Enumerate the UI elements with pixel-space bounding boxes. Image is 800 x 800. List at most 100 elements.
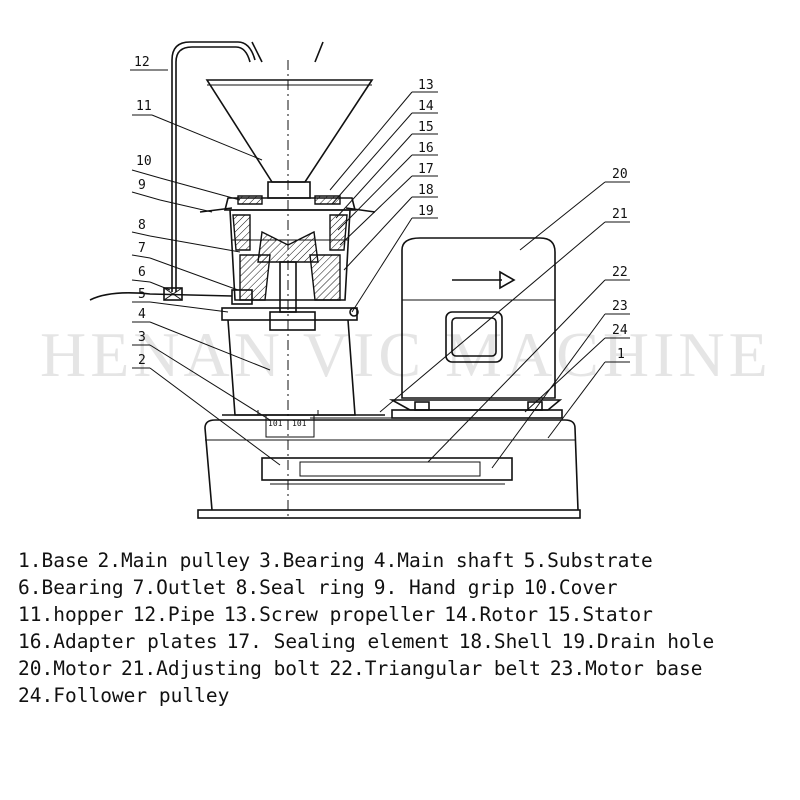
legend-item: 2.Main pulley (97, 549, 250, 572)
callout-3: 3 (138, 330, 146, 345)
motor (388, 237, 563, 419)
callout-21: 21 (612, 207, 628, 222)
hopper (205, 41, 374, 199)
bearing-mark-2: 101 (292, 419, 307, 428)
legend-item-number: 17. (226, 630, 262, 653)
legend-item-number: 15. (547, 603, 583, 626)
legend-item-label: Follower pulley (53, 684, 230, 707)
callout-9: 9 (138, 178, 146, 193)
callout-18: 18 (418, 183, 434, 198)
callout-19: 19 (418, 204, 434, 219)
legend-item-number: 1. (18, 549, 42, 572)
legend-item: 11.hopper (18, 603, 124, 626)
callout-14: 14 (418, 99, 434, 114)
callout-24: 24 (612, 323, 628, 338)
legend-item-label: Cover (558, 576, 618, 599)
legend-item: 10.Cover (524, 576, 618, 599)
legend-item-number: 23. (549, 657, 586, 680)
legend-item-number: 3. (259, 549, 283, 572)
callout-1: 1 (617, 347, 625, 362)
legend-item-number: 4. (373, 549, 398, 572)
legend-line: 1.Base 2.Main pulley 3.Bearing 4.Main shaft… (18, 547, 788, 574)
legend-item-label: Rotor (479, 603, 539, 626)
callout-4: 4 (138, 307, 146, 322)
legend-item-label: Adjusting bolt (156, 657, 321, 680)
legend-item-label: Adapter plates (53, 630, 218, 653)
legend-item-label: Substrate (547, 549, 653, 572)
legend-item: 16.Adapter plates (18, 630, 218, 653)
legend-item-label: Sealing element (261, 630, 450, 653)
legend-item-number: 7. (132, 576, 157, 599)
legend-line: 16.Adapter plates 17. Sealing element 18.S… (18, 628, 788, 655)
callout-10: 10 (136, 154, 152, 169)
legend-item-number: 10. (523, 576, 559, 599)
legend-line: 11.hopper 12.Pipe 13.Screw propeller 14.Rot… (18, 601, 788, 628)
body-stand: 101 101 (222, 319, 385, 438)
legend-item: 23.Motor base (550, 657, 703, 680)
legend-item-number: 6. (18, 576, 42, 599)
legend-item-label: hopper (53, 603, 124, 626)
bearing-mark-1: 101 (268, 419, 283, 428)
legend-item: 5.Substrate (524, 549, 653, 572)
legend-item-number: 14. (444, 603, 480, 626)
legend-item-number: 2. (97, 549, 121, 572)
legend-item: 6.Bearing (18, 576, 124, 599)
legend-item-number: 12. (132, 603, 168, 626)
legend-item-number: 24. (18, 684, 54, 707)
legend-item: 14.Rotor (444, 603, 538, 626)
legend-item: 8.Seal ring (236, 576, 365, 599)
legend-line: 24.Follower pulley (18, 682, 788, 709)
legend-item: 24.Follower pulley (18, 684, 229, 707)
callout-15: 15 (418, 120, 434, 135)
legend-item-number: 16. (18, 630, 54, 653)
legend-item: 9. Hand grip (374, 576, 515, 599)
callout-11: 11 (136, 99, 152, 114)
legend-item-label: Main shaft (397, 549, 515, 572)
legend-item-label: Base (41, 549, 89, 572)
callout-2: 2 (138, 353, 146, 368)
legend-item-label: Shell (493, 630, 553, 653)
legend-item-number: 22. (329, 657, 365, 680)
callout-16: 16 (418, 141, 434, 156)
legend-item-label: Hand grip (397, 576, 515, 599)
legend-item: 22.Triangular belt (330, 657, 541, 680)
callout-20: 20 (612, 167, 628, 182)
legend-item-label: Outlet (156, 576, 227, 599)
legend-item: 20.Motor (18, 657, 112, 680)
legend-item: 4.Main shaft (374, 549, 515, 572)
colloid-mill-diagram: 101 101 (89, 41, 630, 520)
legend-item-number: 8. (235, 576, 260, 599)
legend-item-number: 18. (458, 630, 494, 653)
legend-item-label: Motor (53, 657, 112, 680)
legend-item-number: 20. (18, 657, 54, 680)
legend-item: 19.Drain hole (562, 630, 715, 653)
callout-13: 13 (418, 78, 434, 93)
legend-item: 15.Stator (547, 603, 653, 626)
callout-8: 8 (138, 218, 146, 233)
legend-item-number: 9. (373, 576, 398, 599)
legend-item-label: Screw propeller (259, 603, 436, 626)
legend-item-label: Motor base (585, 657, 703, 680)
machine-base (197, 419, 581, 519)
callout-5: 5 (138, 287, 146, 302)
legend-item-number: 11. (18, 603, 54, 626)
legend-item: 3.Bearing (259, 549, 365, 572)
legend-item-label: Pipe (167, 603, 215, 626)
legend-item-label: Triangular belt (364, 657, 541, 680)
legend-line: 6.Bearing 7.Outlet 8.Seal ring 9. Hand grip… (18, 574, 788, 601)
callout-22: 22 (612, 265, 628, 280)
legend-item-label: Bearing (282, 549, 365, 572)
callout-7: 7 (138, 241, 146, 256)
legend-item: 18.Shell (459, 630, 553, 653)
callout-23: 23 (612, 299, 628, 314)
legend-item-label: Seal ring (259, 576, 365, 599)
legend-item: 1.Base (18, 549, 88, 572)
legend-item-label: Bearing (41, 576, 124, 599)
grinding-head (229, 209, 351, 313)
legend-item-number: 13. (223, 603, 260, 626)
leader-lines-right (329, 91, 630, 469)
legend-item-number: 5. (523, 549, 548, 572)
callout-12: 12 (134, 55, 150, 70)
